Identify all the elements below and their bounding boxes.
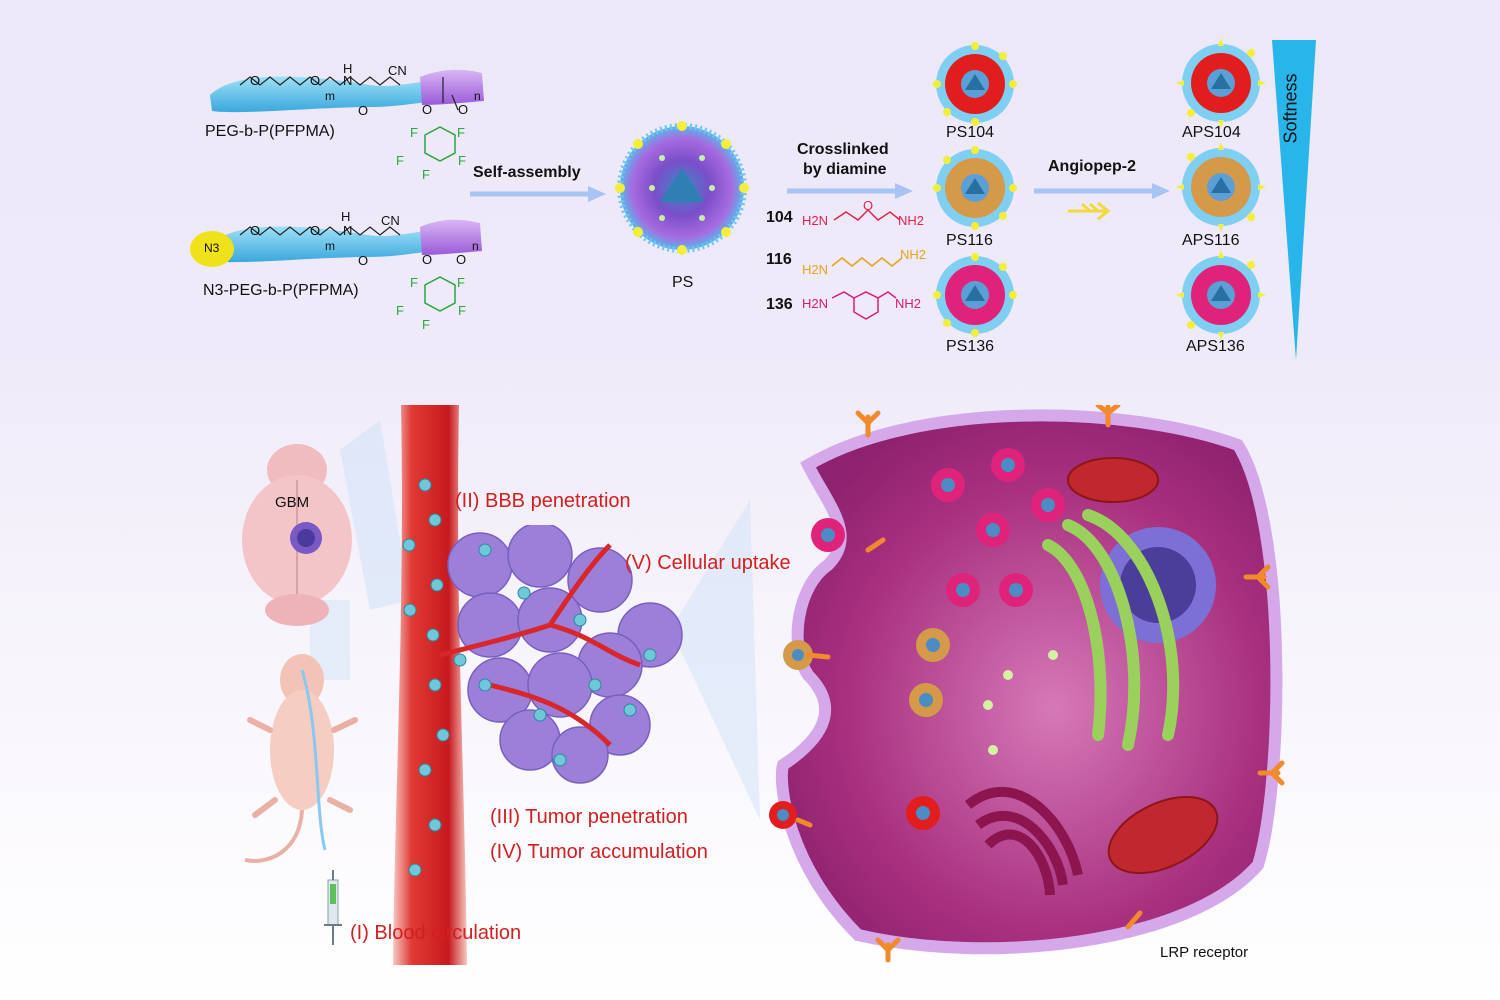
diamine-116-h2n: H2N <box>802 262 829 277</box>
angiopep-label: Angiopep-2 <box>1048 158 1136 175</box>
atom-o: O <box>458 102 469 117</box>
ps136-particle <box>933 253 1017 337</box>
aps136-label: APS136 <box>1186 338 1245 355</box>
diamine-104-code: 104 <box>766 209 793 226</box>
atom-n3: N3 <box>204 241 220 255</box>
crosslinked-label: Crosslinked <box>797 141 889 158</box>
angiopep-peptide-icon <box>1064 198 1124 224</box>
step-tumor-penetration: (III) Tumor penetration <box>490 806 688 828</box>
step-blood-circulation: (I) Blood circulation <box>350 922 522 944</box>
ps104-particle <box>933 42 1017 126</box>
diamine-136-h2n: H2N <box>802 296 829 311</box>
blood-vessel <box>385 405 475 965</box>
atom-m: m <box>325 239 335 253</box>
diamine-136-nh2: NH2 <box>895 296 922 311</box>
lrp-receptor-label: LRP receptor <box>1160 944 1249 961</box>
atom-o: O <box>310 223 321 238</box>
ps116-particle <box>933 146 1017 230</box>
ps-micelle <box>612 118 752 258</box>
atom-o: O <box>250 73 261 88</box>
atom-f: F <box>410 275 418 290</box>
polymer1-label: PEG-b-P(PFPMA) <box>205 123 335 140</box>
by-diamine-label: by diamine <box>803 161 887 178</box>
ps-label: PS <box>672 274 694 291</box>
atom-h: H <box>343 61 353 76</box>
atom-n: N <box>343 223 353 238</box>
tumor-mass <box>440 525 695 785</box>
atom-f: F <box>410 125 418 140</box>
atom-o: O <box>456 252 467 267</box>
atom-h: H <box>341 209 351 224</box>
atom-cn: CN <box>388 63 407 78</box>
polymer2-label: N3-PEG-b-P(PFPMA) <box>203 282 359 299</box>
diamine-116-nh2: NH2 <box>900 247 927 262</box>
atom-o: O <box>422 102 433 117</box>
atom-o: O <box>310 73 321 88</box>
aps104-particle <box>1176 38 1266 128</box>
cancer-cell <box>768 405 1288 975</box>
atom-f: F <box>458 303 466 318</box>
self-assembly-arrow <box>468 184 608 204</box>
atom-f: F <box>457 275 465 290</box>
aps116-particle <box>1176 142 1266 232</box>
diamine-104-h2n: H2N <box>802 213 829 228</box>
atom-f: F <box>457 125 465 140</box>
atom-o: O <box>358 253 369 268</box>
step-tumor-accumulation: (IV) Tumor accumulation <box>490 841 708 863</box>
diamine-136-structure <box>830 282 900 327</box>
atom-o: O <box>250 223 261 238</box>
crosslink-arrow <box>785 181 915 201</box>
ps104-label: PS104 <box>946 124 995 141</box>
aps104-label: APS104 <box>1182 124 1241 141</box>
mouse-illustration <box>240 650 370 900</box>
atom-f: F <box>396 303 404 318</box>
diamine-104-nh2: NH2 <box>898 213 925 228</box>
atom-n: N <box>343 73 353 88</box>
step-cellular-uptake: (V) Cellular uptake <box>625 552 791 574</box>
ps116-label: PS116 <box>946 232 993 249</box>
diamine-116-structure <box>830 250 905 275</box>
softness-label: Softness <box>1280 73 1301 144</box>
aps136-particle <box>1176 250 1266 340</box>
step-bbb-penetration: (II) BBB penetration <box>455 490 631 512</box>
atom-m: m <box>325 89 335 103</box>
atom-f: F <box>422 317 430 332</box>
atom-f: F <box>396 153 404 168</box>
gbm-label: GBM <box>275 494 310 511</box>
polymer-n3-peg-b-ppfpma: N3 O O H N CN m n O O O F F F F F <box>188 205 488 335</box>
atom-n-subscript: n <box>472 239 479 253</box>
atom-f: F <box>458 153 466 168</box>
angiopep-arrow <box>1032 181 1172 201</box>
polymer-peg-b-ppfpma: O O H N CN m n O O O F F F F F <box>200 55 490 185</box>
brain-illustration <box>240 440 355 630</box>
atom-cn: CN <box>381 213 400 228</box>
atom-n-subscript: n <box>474 89 481 103</box>
diamine-116-code: 116 <box>766 251 792 268</box>
diamine-104-structure <box>832 200 902 230</box>
ps136-label: PS136 <box>946 338 995 355</box>
atom-o: O <box>422 252 433 267</box>
softness-triangle <box>1270 38 1320 363</box>
self-assembly-label: Self-assembly <box>473 164 581 181</box>
syringe-icon <box>314 870 354 950</box>
atom-o: O <box>358 103 369 118</box>
diamine-136-code: 136 <box>766 296 793 313</box>
atom-f: F <box>422 167 430 182</box>
diamine-104-o: O <box>863 198 874 213</box>
aps116-label: APS116 <box>1182 232 1240 249</box>
